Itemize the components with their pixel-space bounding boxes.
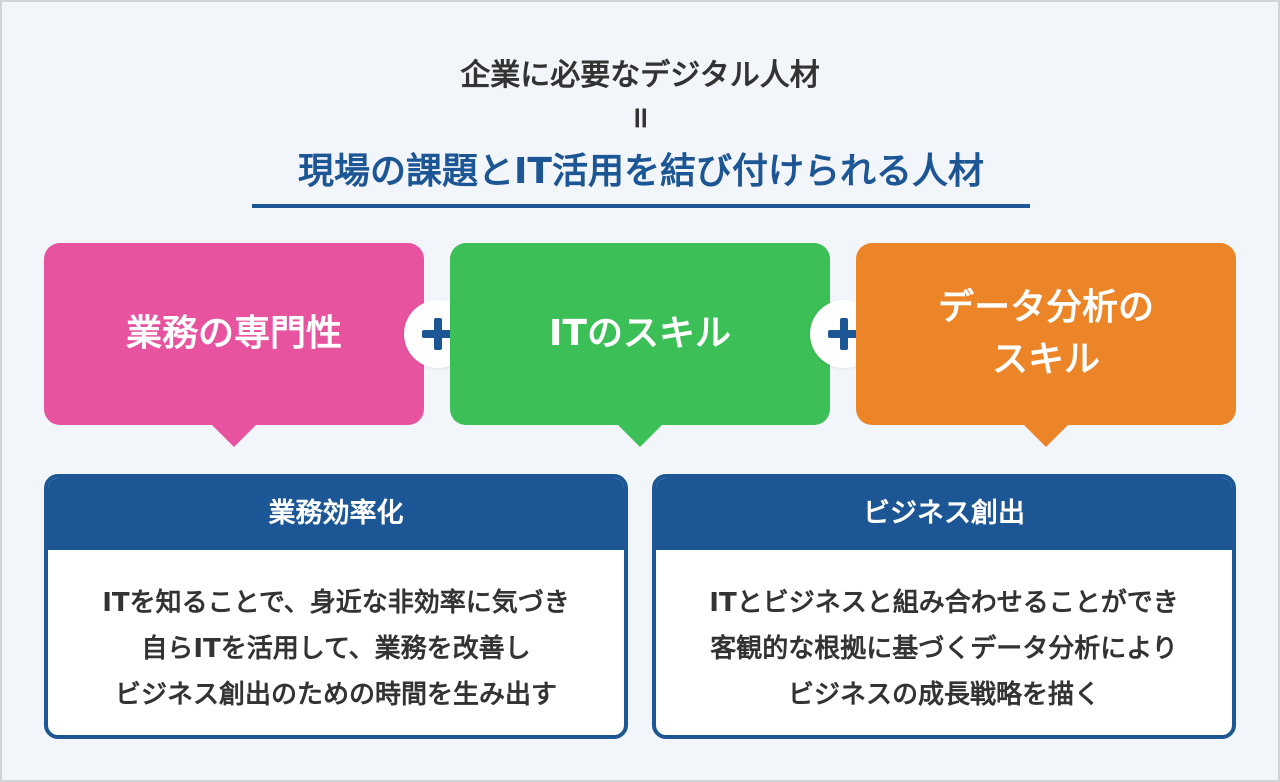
result-card-title: 業務効率化 (48, 478, 624, 550)
result-card-body: ITを知ることで、身近な非効率に気づき 自らITを活用して、業務を改善し ビジネ… (48, 550, 624, 718)
main-title: 現場の課題とIT活用を結び付けられる人材 (252, 144, 1030, 208)
top-title: 企業に必要なデジタル人材 (460, 58, 820, 93)
skill-label-line-2: スキル (991, 339, 1100, 380)
skill-box-it-skills: ITのスキル (450, 243, 830, 447)
result-card-efficiency: 業務効率化 ITを知ることで、身近な非効率に気づき 自らITを活用して、業務を改… (44, 474, 628, 739)
result-card-body: ITとビジネスと組み合わせることができ 客観的な根拠に基づくデータ分析により ビ… (656, 550, 1232, 718)
result-line: ITとビジネスと組み合わせることができ (709, 588, 1179, 618)
result-line: 客観的な根拠に基づくデータ分析により (710, 634, 1178, 664)
result-line: ITを知ることで、身近な非効率に気づき (102, 588, 570, 618)
skill-box-domain-expertise: 業務の専門性 (44, 243, 424, 447)
result-card-business-creation: ビジネス創出 ITとビジネスと組み合わせることができ 客観的な根拠に基づくデータ… (652, 474, 1236, 739)
result-line: ビジネスの成長戦略を描く (787, 680, 1100, 710)
skill-label: 業務の専門性 (125, 312, 342, 354)
skill-box-data-analysis: データ分析の スキル (856, 243, 1236, 447)
result-line: ビジネス創出のための時間を生み出す (114, 680, 557, 710)
result-card-title: ビジネス創出 (656, 478, 1232, 550)
skill-label: ITのスキル (549, 312, 731, 354)
result-line: 自らITを活用して、業務を改善し (141, 634, 531, 664)
skill-label-line-1: データ分析の (937, 286, 1154, 328)
